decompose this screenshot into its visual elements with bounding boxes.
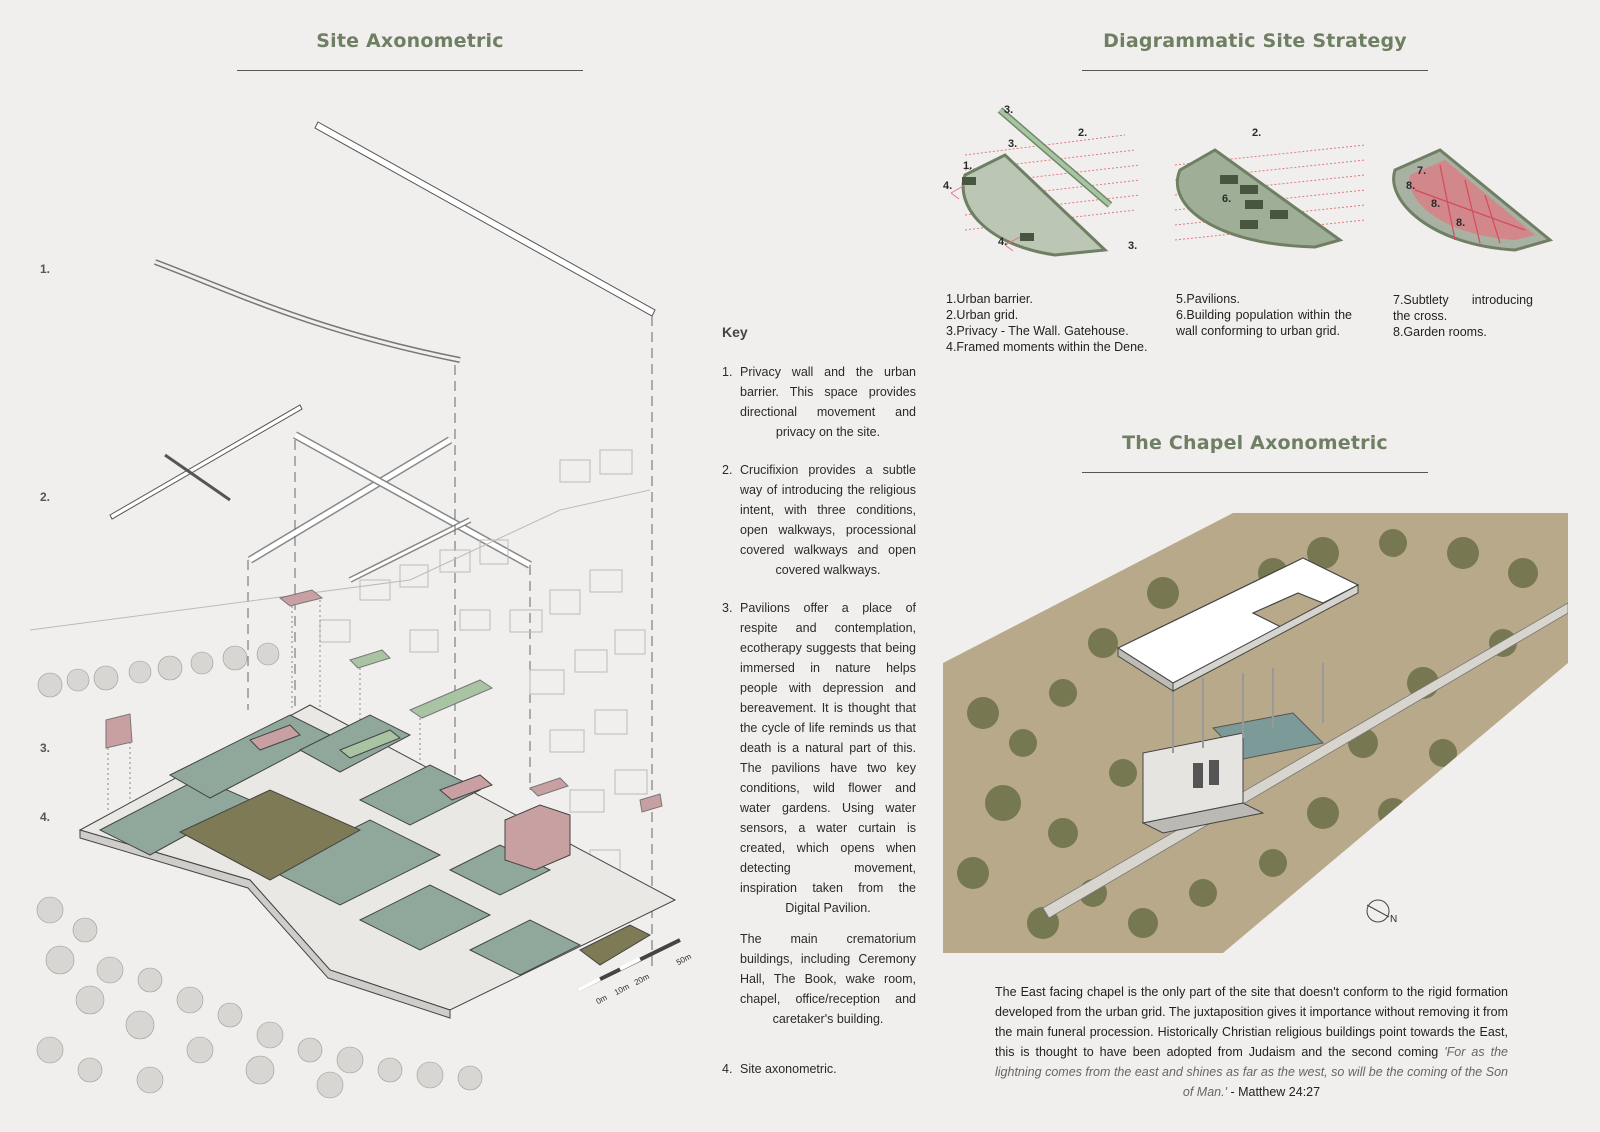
key-item-1: 1. Privacy wall and the urban barrier. T… [722,362,916,442]
crucifix-walkway-layer [109,404,532,583]
strategy-diagram-3 [1392,148,1554,252]
diagram3-label-7: 7. [1417,165,1427,177]
key-item-1-number: 1. [722,365,733,379]
diagram3-label-8a: 8. [1406,180,1416,192]
diagram1-label-3-mid: 3. [1008,138,1018,150]
diagram3-label-8b: 8. [1431,198,1441,210]
strategy-diagram-2 [1174,144,1366,249]
legend-item-5: 5.Pavilions. [1176,292,1240,306]
floating-pavilions [105,589,663,813]
legend-item-8: 8.Garden rooms. [1393,325,1487,339]
strategy-diagram-1 [950,107,1141,257]
north-label: N [1390,914,1398,925]
key-item-4-number: 4. [722,1062,733,1076]
legend-item-3: 3.Privacy - The Wall. Gatehouse. [946,324,1129,338]
chapel-caption: The East facing chapel is the only part … [995,982,1508,1102]
key-item-2-text: Crucifixion provides a subtle way of int… [740,463,916,577]
key-item-3-number: 3. [722,601,733,615]
strategy-legend-col1: 1.Urban barrier. 2.Urban grid. 3.Privacy… [946,291,1161,355]
legend-item-6: 6.Building population within the wall co… [1176,308,1352,338]
layer-number-3: 3. [40,741,51,755]
diagram2-label-2: 2. [1252,127,1262,139]
diagrammatic-strategy-title: Diagrammatic Site Strategy [1103,30,1407,52]
chapel-axonometric-title: The Chapel Axonometric [1122,432,1388,454]
chapel-axonometric-rule [1082,472,1428,473]
diagram1-label-4-left: 4. [943,180,953,192]
scale-label-50m: 50m [674,951,693,968]
site-axonometric-title: Site Axonometric [316,30,504,52]
layer-number-4: 4. [40,810,51,824]
diagram1-label-3-bottom: 3. [1128,240,1138,252]
layer-number-1: 1. [40,262,51,276]
scale-bar [577,938,681,992]
tree-belt [36,642,483,1099]
key-item-3-text: Pavilions offer a place of respite and c… [740,601,916,915]
site-axonometric-rule [237,70,583,71]
legend-item-7: 7.Subtlety introducing the cross. [1393,293,1533,323]
diagram1-label-1: 1. [963,160,973,172]
key-item-1-text: Privacy wall and the urban barrier. This… [740,365,916,439]
key-title: Key [722,324,748,340]
chapel-caption-quote: 'For as the lightning comes from the eas… [995,1045,1508,1099]
context-housing [29,449,651,873]
site-platform [78,704,677,1019]
strategy-legend-col2: 5.Pavilions. 6.Building population withi… [1176,291,1352,339]
diagram2-label-6: 6. [1222,193,1232,205]
key-item-crematorium-text: The main crematorium buildings, includin… [740,932,916,1026]
strategy-legend-col3: 7.Subtlety introducing the cross. 8.Gard… [1393,292,1533,340]
key-item-2-number: 2. [722,463,733,477]
diagram1-label-3-top: 3. [1004,104,1014,116]
pavilion-drop-lines [107,600,421,810]
privacy-wall-layer [153,121,656,363]
key-item-2: 2. Crucifixion provides a subtle way of … [722,460,916,580]
diagram1-label-2: 2. [1078,127,1088,139]
legend-item-4: 4.Framed moments within the Dene. [946,340,1148,354]
diagrammatic-strategy-rule [1082,70,1428,71]
diagram3-label-8c: 8. [1456,217,1466,229]
key-item-4-text: Site axonometric. [740,1062,837,1076]
legend-item-1: 1.Urban barrier. [946,292,1033,306]
layer-number-2: 2. [40,490,51,504]
chapel-caption-citation: - Matthew 24:27 [1226,1085,1321,1099]
chapel-caption-main: The East facing chapel is the only part … [995,985,1508,1059]
site-axonometric-drawing [29,121,681,1099]
key-item-4: 4. Site axonometric. [722,1059,916,1079]
diagram1-label-4-bottom: 4. [998,236,1008,248]
chapel-axonometric-render [943,513,1568,953]
legend-item-2: 2.Urban grid. [946,308,1019,322]
key-item-crematorium: The main crematorium buildings, includin… [740,929,916,1029]
north-arrow [1366,899,1390,923]
key-item-3: 3. Pavilions offer a place of respite an… [722,598,916,918]
